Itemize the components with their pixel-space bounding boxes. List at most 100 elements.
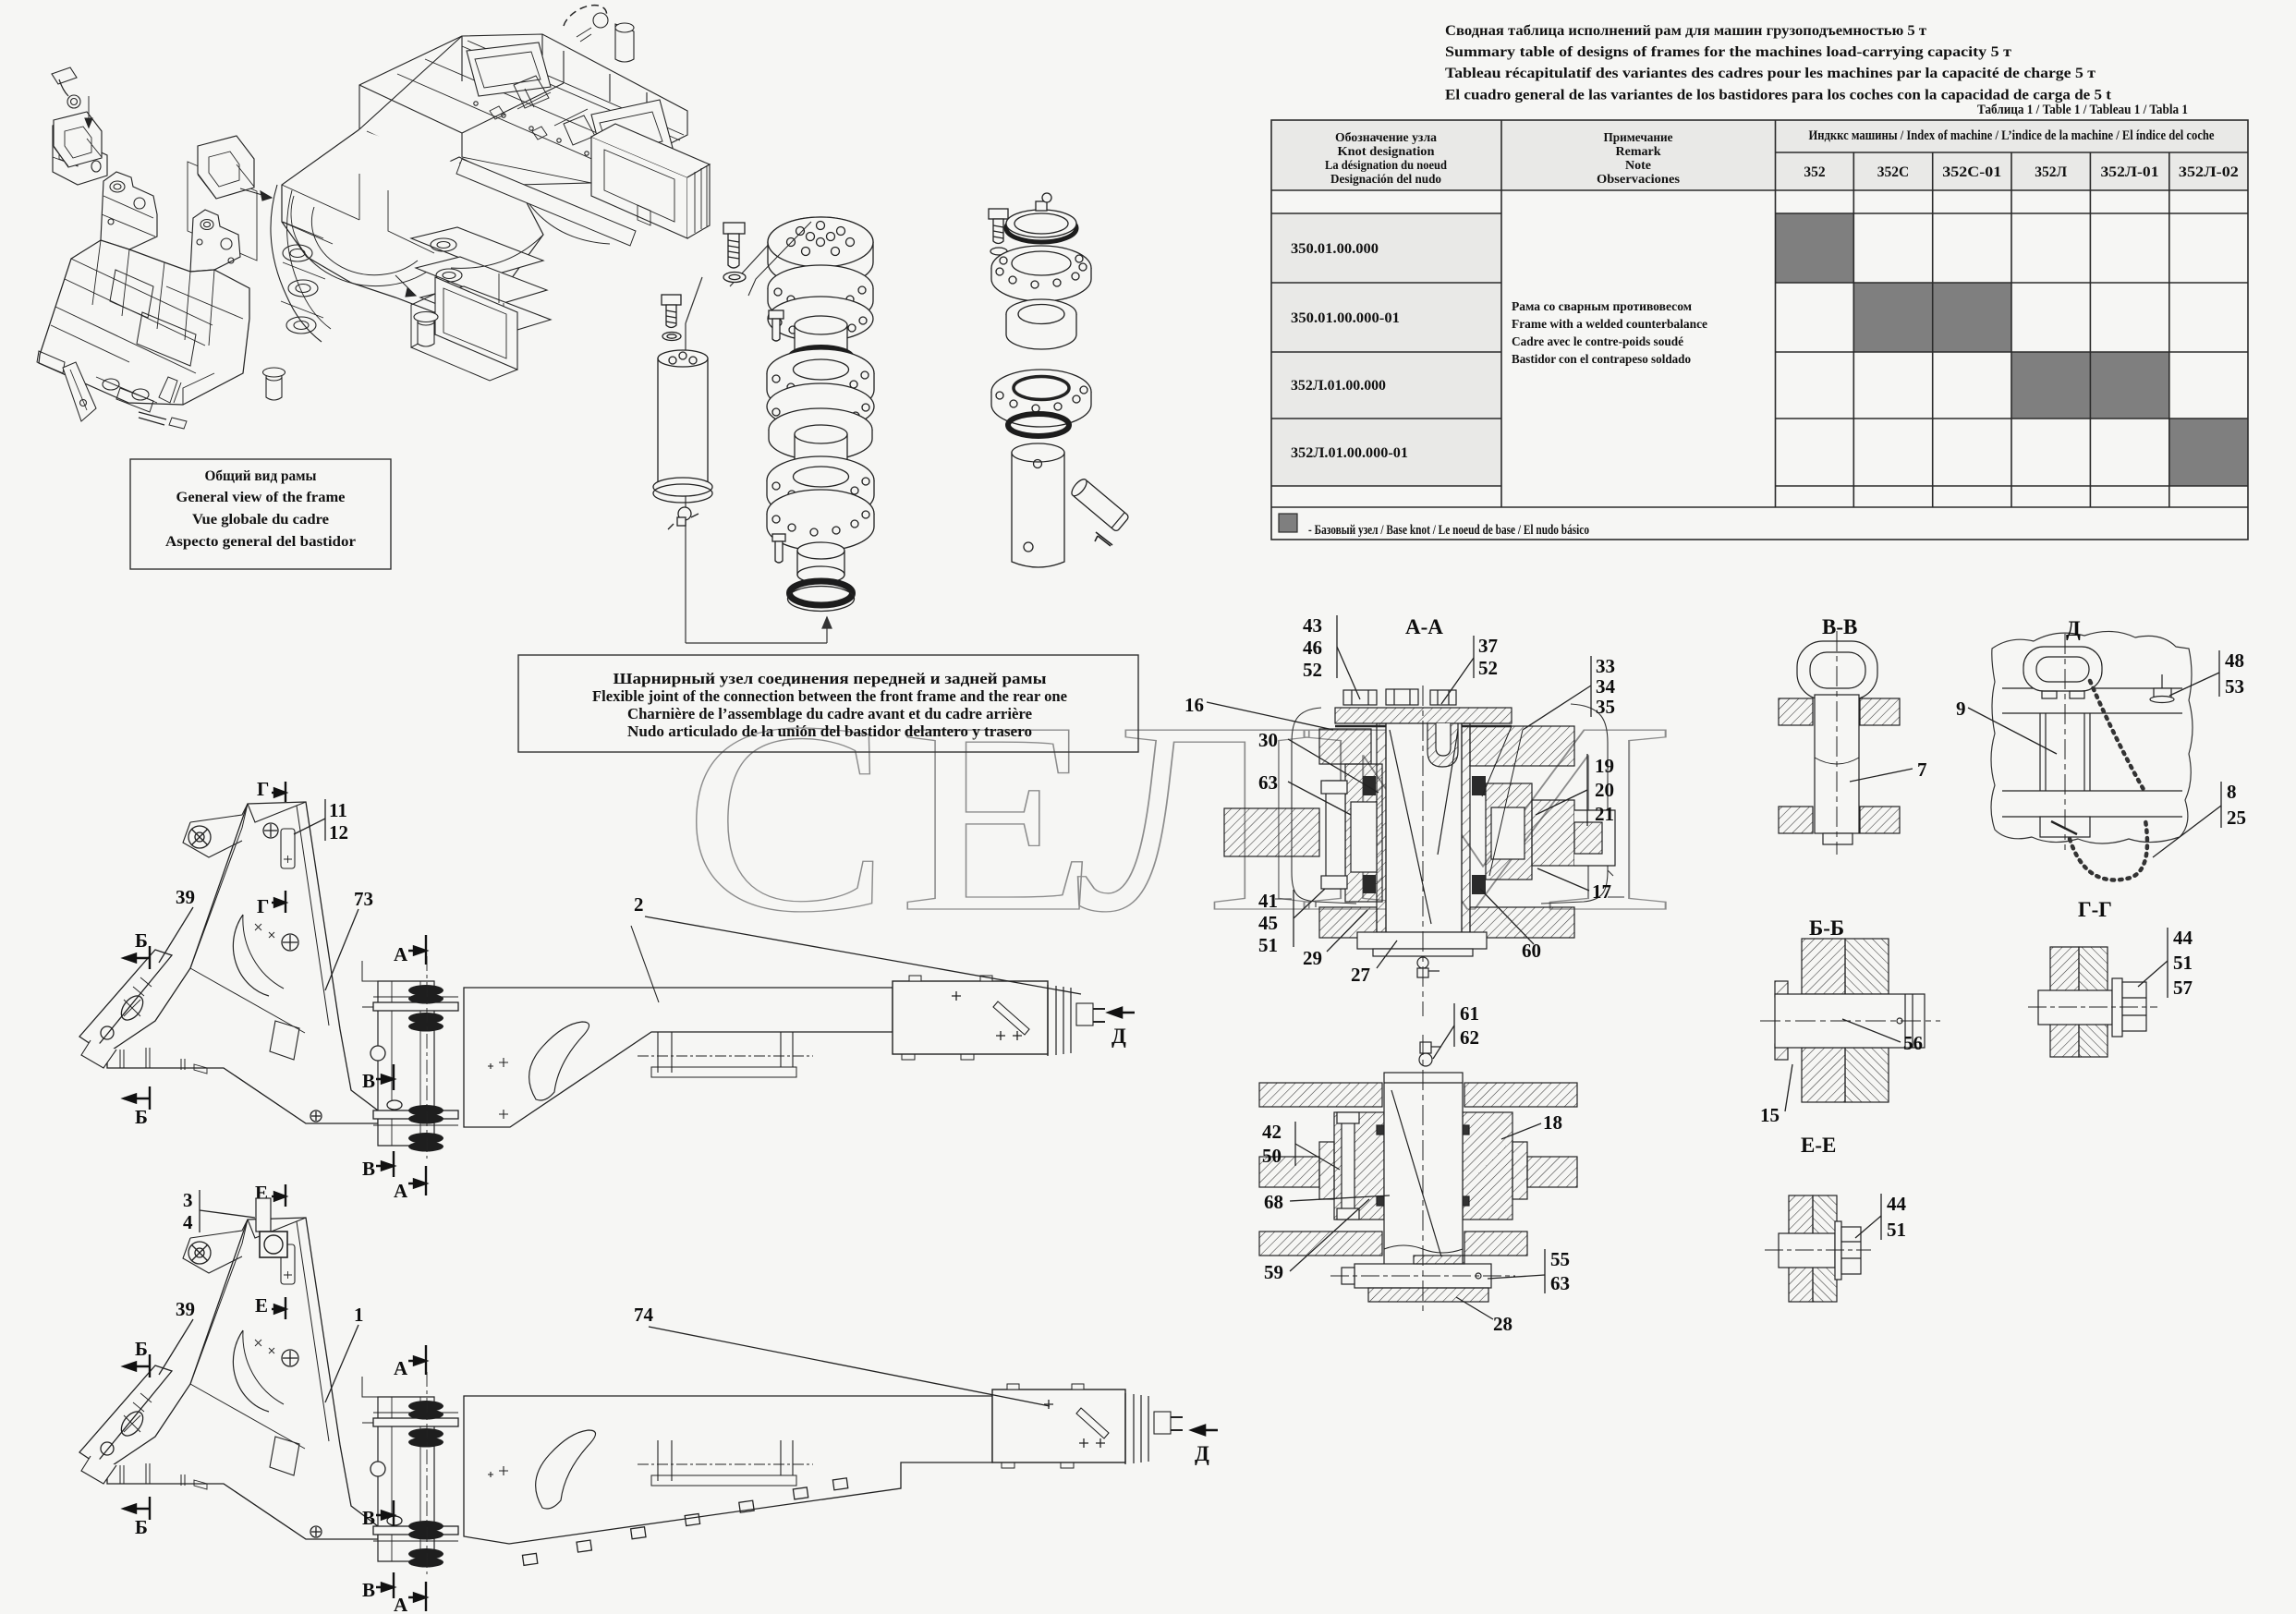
svg-text:19: 19 (1595, 755, 1614, 777)
svg-text:Remark: Remark (1616, 145, 1661, 159)
svg-text:С: С (684, 667, 890, 969)
svg-text:39: 39 (176, 886, 195, 908)
svg-text:Таблица 1 / Table 1 / Tableau: Таблица 1 / Table 1 / Tableau 1 / Tabla … (1977, 103, 2188, 117)
svg-text:57: 57 (2173, 977, 2193, 999)
svg-text:18: 18 (1543, 1111, 1562, 1134)
svg-text:Flexible joint of the connecti: Flexible joint of the connection between… (592, 687, 1067, 705)
svg-text:44: 44 (1887, 1193, 1907, 1215)
svg-text:42: 42 (1262, 1121, 1282, 1143)
svg-text:Б: Б (135, 1338, 148, 1360)
svg-text:А: А (394, 1180, 408, 1202)
svg-text:50: 50 (1262, 1145, 1282, 1167)
svg-text:7: 7 (1917, 758, 1927, 781)
svg-text:15: 15 (1760, 1104, 1780, 1126)
svg-text:Tableau récapitulatif des vari: Tableau récapitulatif des variantes des … (1445, 66, 2096, 81)
svg-text:9: 9 (1956, 698, 1966, 720)
svg-text:55: 55 (1550, 1248, 1570, 1270)
svg-text:Общий вид рамы: Общий вид рамы (205, 468, 317, 484)
svg-text:28: 28 (1493, 1313, 1512, 1335)
svg-text:52: 52 (1478, 657, 1498, 679)
svg-text:Б: Б (135, 1516, 148, 1538)
svg-text:3: 3 (183, 1189, 193, 1211)
svg-text:Г-Г: Г-Г (2078, 898, 2112, 921)
svg-text:1: 1 (354, 1304, 364, 1326)
svg-text:Обозначение узла: Обозначение узла (1335, 131, 1437, 145)
svg-text:44: 44 (2173, 927, 2193, 949)
svg-text:46: 46 (1303, 637, 1322, 659)
svg-text:Knot designation: Knot designation (1338, 145, 1435, 159)
svg-text:16: 16 (1184, 694, 1204, 716)
svg-text:74: 74 (634, 1304, 654, 1326)
svg-text:Е: Е (255, 1294, 268, 1317)
svg-text:352Л: 352Л (2035, 164, 2067, 180)
svg-text:General view of the frame: General view of the frame (176, 490, 346, 505)
svg-text:Индккс машины / Index of machi: Индккс машины / Index of machine / L’ind… (1809, 128, 2215, 143)
svg-text:21: 21 (1595, 803, 1614, 825)
svg-text:37: 37 (1478, 635, 1498, 657)
svg-text:Г: Г (257, 778, 269, 800)
svg-text:В: В (362, 1579, 375, 1601)
svg-text:Nudo articulado de la unión de: Nudo articulado de la unión del bastidor… (627, 722, 1032, 740)
svg-text:51: 51 (2173, 952, 2193, 974)
svg-text:Vue globale du cadre: Vue globale du cadre (192, 512, 329, 528)
svg-text:Aspecto general del bastidor: Aspecto general del bastidor (165, 534, 356, 550)
svg-text:352Л-01: 352Л-01 (2101, 164, 2159, 180)
svg-text:Б-Б: Б-Б (1809, 916, 1844, 940)
svg-text:25: 25 (2227, 807, 2246, 829)
svg-text:63: 63 (1550, 1272, 1570, 1294)
svg-text:39: 39 (176, 1298, 195, 1320)
svg-text:68: 68 (1264, 1191, 1283, 1213)
svg-text:352С: 352С (1877, 164, 1909, 180)
svg-text:33: 33 (1596, 655, 1615, 677)
svg-text:А: А (394, 1357, 408, 1379)
svg-text:60: 60 (1522, 940, 1541, 962)
svg-text:43: 43 (1303, 614, 1322, 637)
svg-text:20: 20 (1595, 779, 1614, 801)
svg-text:352С-01: 352С-01 (1942, 164, 2001, 180)
svg-text:В: В (362, 1158, 375, 1180)
svg-text:62: 62 (1460, 1026, 1479, 1049)
svg-text:Сводная таблица исполнений рам: Сводная таблица исполнений рам для машин… (1445, 23, 1926, 39)
svg-text:Frame with a welded counterbal: Frame with a welded counterbalance (1512, 318, 1707, 332)
svg-text:В: В (362, 1507, 375, 1529)
svg-text:Е-Е: Е-Е (1801, 1134, 1836, 1157)
svg-text:352Л.01.00.000-01: 352Л.01.00.000-01 (1291, 445, 1408, 461)
svg-text:Charnière de l’assemblage du c: Charnière de l’assemblage du cadre avant… (627, 705, 1032, 722)
svg-text:Б: Б (135, 1106, 148, 1128)
svg-text:41: 41 (1258, 890, 1278, 912)
svg-text:А: А (394, 1594, 408, 1614)
svg-text:El cuadro general de las varia: El cuadro general de las variantes de lo… (1445, 88, 2112, 103)
svg-text:61: 61 (1460, 1002, 1479, 1025)
svg-text:352Л-02: 352Л-02 (2179, 164, 2239, 180)
svg-text:Cadre avec le contre-poids sou: Cadre avec le contre-poids soudé (1512, 335, 1683, 349)
svg-text:63: 63 (1258, 771, 1278, 794)
svg-text:Bastidor con el contrapeso sol: Bastidor con el contrapeso soldado (1512, 353, 1691, 367)
svg-text:4: 4 (183, 1211, 193, 1233)
svg-text:Примечание: Примечание (1604, 131, 1673, 145)
svg-text:Рама со сварным противовесом: Рама со сварным противовесом (1512, 300, 1692, 314)
svg-text:А-А: А-А (1405, 615, 1443, 638)
svg-text:Summary table of designs of fr: Summary table of designs of frames for t… (1445, 44, 2011, 60)
svg-text:Шарнирный узел соединения пере: Шарнирный узел соединения передней и зад… (613, 670, 1047, 687)
svg-text:Observaciones: Observaciones (1597, 173, 1681, 187)
svg-text:350.01.00.000-01: 350.01.00.000-01 (1291, 310, 1400, 326)
svg-text:А: А (394, 943, 408, 965)
svg-text:35: 35 (1596, 696, 1615, 718)
svg-text:Д: Д (1195, 1442, 1209, 1465)
svg-text:В: В (362, 1070, 375, 1092)
svg-text:29: 29 (1303, 947, 1322, 969)
svg-text:La désignation du noeud: La désignation du noeud (1325, 159, 1447, 173)
svg-text:350.01.00.000: 350.01.00.000 (1291, 241, 1379, 257)
svg-text:17: 17 (1592, 880, 1611, 903)
svg-text:27: 27 (1351, 964, 1370, 986)
svg-text:73: 73 (354, 888, 373, 910)
svg-text:52: 52 (1303, 659, 1322, 681)
svg-text:11: 11 (329, 799, 347, 821)
svg-text:51: 51 (1258, 934, 1278, 956)
svg-text:Б: Б (135, 929, 148, 952)
svg-text:- Базовый узел / Base knot / L: - Базовый узел / Base knot / Le noeud de… (1308, 523, 1589, 538)
svg-text:Д: Д (1112, 1025, 1126, 1048)
svg-text:В-В: В-В (1822, 615, 1857, 638)
svg-text:352Л.01.00.000: 352Л.01.00.000 (1291, 378, 1386, 394)
svg-text:56: 56 (1903, 1032, 1923, 1054)
